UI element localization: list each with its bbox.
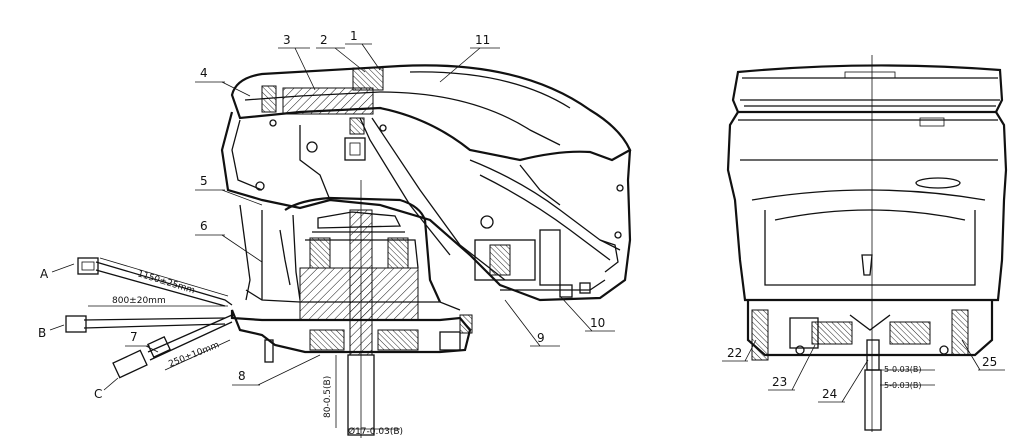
callout-2: 2 (320, 33, 328, 47)
callout-9: 9 (537, 331, 545, 345)
connector-b (65, 315, 87, 333)
callouts-left: 3 2 1 11 4 5 6 7 8 9 10 (125, 29, 615, 386)
connector-a (77, 257, 99, 275)
front-section-view: 5-0.03(B) 5-0.03(B) 22 23 24 25 (722, 55, 1008, 432)
callout-6: 6 (200, 219, 208, 233)
dim-shaft-diameter: Ø17-0.03(B) (348, 426, 403, 437)
dim-right-2: 5-0.03(B) (884, 381, 922, 390)
front-badge (915, 177, 961, 189)
callout-25: 25 (982, 355, 997, 369)
part-22 (751, 309, 769, 361)
callout-24: 24 (822, 387, 837, 401)
dim-wire-b: 800±20mm (112, 296, 166, 306)
wire-label-c: C (94, 387, 102, 401)
callout-4: 4 (200, 66, 208, 80)
callout-1: 1 (350, 29, 358, 43)
callout-3: 3 (283, 33, 291, 47)
callout-7: 7 (130, 330, 138, 344)
part-25 (951, 309, 969, 356)
callout-23: 23 (772, 375, 787, 389)
part-3-block (282, 87, 374, 115)
part-1-2-block (352, 67, 384, 91)
callout-11: 11 (475, 33, 490, 47)
dim-wire-c: 250±10mm (167, 340, 221, 369)
wire-label-b: B (38, 326, 46, 340)
dim-right-1: 5-0.03(B) (884, 365, 922, 374)
side-section-view: 1150±25mm 800±20mm 250±10mm 80-0.5(B) Ø1… (38, 29, 632, 438)
callout-8: 8 (238, 369, 246, 383)
callout-10: 10 (590, 316, 605, 330)
callout-22: 22 (727, 346, 742, 360)
dim-wire-a: 1150±25mm (136, 269, 196, 296)
dim-shaft-length: 80-0.5(B) (323, 376, 333, 418)
callout-5: 5 (200, 174, 208, 188)
wire-label-a: A (40, 267, 49, 281)
connector-c (112, 349, 148, 379)
